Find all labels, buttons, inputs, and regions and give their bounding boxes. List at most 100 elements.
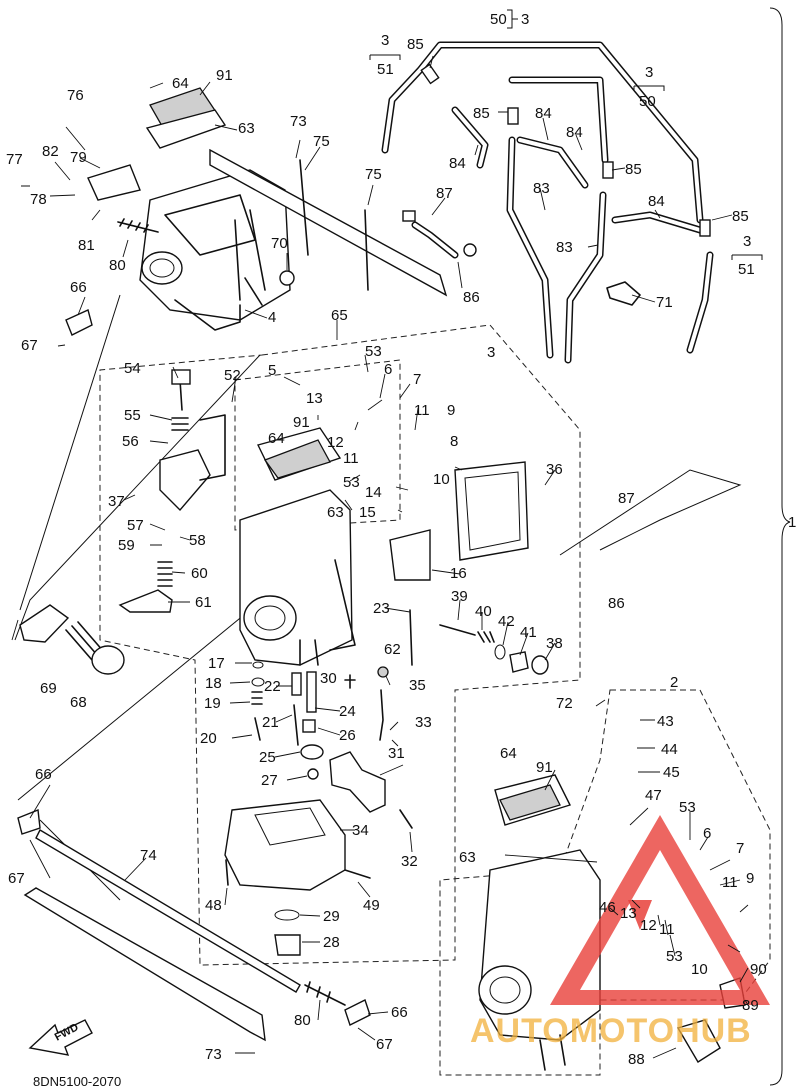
svg-text:3: 3 xyxy=(743,233,751,250)
callout-17: 17 xyxy=(208,655,225,672)
callout-61: 61 xyxy=(195,594,212,611)
callout-21: 21 xyxy=(262,714,279,731)
bracket-52 xyxy=(199,414,226,481)
callout-53a: 53 xyxy=(365,343,382,360)
callout-24: 24 xyxy=(339,703,356,720)
callout-91: 91 xyxy=(216,67,233,84)
bracket-82 xyxy=(87,164,141,201)
callout-73: 73 xyxy=(290,113,307,130)
callout-53b: 53 xyxy=(343,474,360,491)
callout-80: 80 xyxy=(109,257,126,274)
callout-75b: 75 xyxy=(365,166,382,183)
float-31 xyxy=(329,751,386,813)
callout-33: 33 xyxy=(415,714,432,731)
callout-67c: 67 xyxy=(376,1036,393,1053)
callout-74: 74 xyxy=(140,847,157,864)
callout-66c: 66 xyxy=(391,1004,408,1021)
cap-38 xyxy=(531,655,549,675)
cover-plate-8 xyxy=(454,461,529,561)
callout-35: 35 xyxy=(409,677,426,694)
callout-91b: 91 xyxy=(293,414,310,431)
callout-18: 18 xyxy=(205,675,222,692)
callout-44: 44 xyxy=(661,741,678,758)
callout-58: 58 xyxy=(189,532,206,549)
washer-70 xyxy=(279,270,295,286)
callout-2: 2 xyxy=(670,674,678,691)
callout-9a: 9 xyxy=(447,402,455,419)
callout-57: 57 xyxy=(127,517,144,534)
callout-11c: 11 xyxy=(722,874,738,891)
svg-text:3: 3 xyxy=(381,32,389,49)
callout-84a: 84 xyxy=(535,105,552,122)
bracket-66-upper xyxy=(65,309,93,336)
callout-63c: 63 xyxy=(459,849,476,866)
callout-63b: 63 xyxy=(327,504,344,521)
bracket-66-left xyxy=(17,809,41,835)
callout-10b: 10 xyxy=(691,961,708,978)
callout-15: 15 xyxy=(359,504,376,521)
callout-91c: 91 xyxy=(536,759,553,776)
screw-39 xyxy=(439,624,476,636)
spring-60 xyxy=(157,561,173,587)
outline-line-right xyxy=(559,469,742,556)
top-cap-91-upper xyxy=(145,87,227,149)
pin-32 xyxy=(399,809,413,829)
svg-text:3: 3 xyxy=(645,64,653,81)
spring-69 xyxy=(65,621,105,661)
assembly-3-boundary xyxy=(99,324,581,966)
cable-tie-75b xyxy=(364,209,369,291)
callout-31: 31 xyxy=(388,745,405,762)
callout-84c: 84 xyxy=(449,155,466,172)
callout-49: 49 xyxy=(363,897,380,914)
callout-4: 4 xyxy=(268,309,276,326)
callout-87: 87 xyxy=(436,185,453,202)
callout-59: 59 xyxy=(118,537,135,554)
callout-6a: 6 xyxy=(384,361,392,378)
callout-13: 13 xyxy=(306,390,323,407)
callout-41: 41 xyxy=(520,624,537,641)
callout-73b: 73 xyxy=(205,1046,222,1063)
callout-80b: 80 xyxy=(294,1012,311,1029)
bracket-37-56 xyxy=(159,449,211,512)
forward-arrow-icon: FWD xyxy=(28,1019,93,1056)
watermark-triangle-icon xyxy=(550,815,770,1005)
link-rod-74 xyxy=(35,829,301,993)
svg-text:51: 51 xyxy=(738,261,755,278)
callout-64c: 64 xyxy=(500,745,517,762)
callout-10a: 10 xyxy=(433,471,450,488)
clamp-71 xyxy=(606,281,641,306)
assembly-2-boundary xyxy=(439,689,771,1076)
callout-55: 55 xyxy=(124,407,141,424)
callout-13b: 13 xyxy=(620,905,637,922)
screw-30 xyxy=(344,674,356,689)
callout-72: 72 xyxy=(556,695,573,712)
callout-71: 71 xyxy=(656,294,673,311)
callout-82: 82 xyxy=(42,143,59,160)
callout-69: 69 xyxy=(40,680,57,697)
callout-64: 64 xyxy=(172,75,189,92)
svg-text:3: 3 xyxy=(521,11,529,28)
callout-22: 22 xyxy=(264,678,281,695)
svg-text:51: 51 xyxy=(377,61,394,78)
callout-83b: 83 xyxy=(556,239,573,256)
assembly-bracket xyxy=(769,7,791,1086)
lever-61 xyxy=(118,589,173,613)
hose-assembly xyxy=(381,41,714,364)
callout-5: 5 xyxy=(268,362,276,379)
callout-43: 43 xyxy=(657,713,674,730)
spring-55 xyxy=(171,417,189,431)
callout-25: 25 xyxy=(259,749,276,766)
callout-45: 45 xyxy=(663,764,680,781)
callout-30: 30 xyxy=(320,670,337,687)
callout-66: 66 xyxy=(70,279,87,296)
callout-64b: 64 xyxy=(268,430,285,447)
callout-34: 34 xyxy=(352,822,369,839)
screw-33 xyxy=(379,689,384,741)
callout-70: 70 xyxy=(271,235,288,252)
callout-85d: 85 xyxy=(732,208,749,225)
subassembly-inner-boundary xyxy=(234,359,401,531)
cable-tie-75a xyxy=(299,159,309,256)
plug-41 xyxy=(509,651,529,673)
callout-29: 29 xyxy=(323,908,340,925)
